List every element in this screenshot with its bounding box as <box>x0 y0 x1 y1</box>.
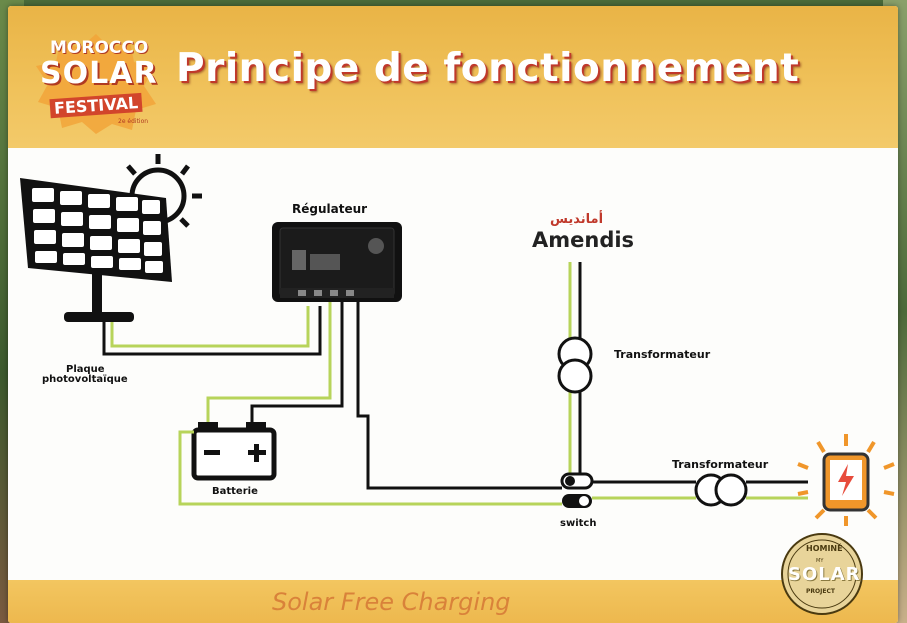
switch-icon <box>560 472 594 508</box>
battery-wires <box>206 302 344 426</box>
footer-text: Solar Free Charging <box>272 588 511 616</box>
battery-label: Batterie <box>212 486 258 497</box>
badge-line3: SOLAR <box>788 564 861 585</box>
load-wires <box>178 302 562 506</box>
badge-line2: MY <box>816 558 824 564</box>
logo-line-solar: SOLAR <box>40 56 158 91</box>
panel-label-line2: photovoltaïque <box>42 374 128 385</box>
logo-line-morocco: MOROCCO <box>50 38 149 58</box>
my-solar-project-badge: HOMINÉ MY SOLAR PROJECT <box>776 532 868 616</box>
panel-wires <box>102 306 322 356</box>
badge-line1: HOMINÉ <box>806 544 843 553</box>
badge-line4: PROJECT <box>806 588 835 595</box>
battery-icon <box>191 422 277 481</box>
logo-edition: 2e édition <box>118 118 149 125</box>
solar-panel-icon <box>20 178 172 322</box>
panel-label-line1: Plaque <box>66 364 105 375</box>
transformer-top-label: Transformateur <box>614 348 711 361</box>
switch-label: switch <box>560 518 597 529</box>
regulator-label: Régulateur <box>292 202 368 216</box>
output-wires <box>592 480 808 500</box>
page-title: Principe de fonctionnement <box>176 46 800 91</box>
transformer-top-icon <box>557 336 593 394</box>
poster-header <box>8 6 898 148</box>
amendis-arabic-name: أمانديس <box>550 212 604 227</box>
poster-board: MOROCCO SOLAR FESTIVAL 2e édition Princi… <box>8 6 898 623</box>
transformer-right-icon <box>694 473 748 507</box>
amendis-brand: Amendis <box>532 228 635 252</box>
wiring-diagram <box>20 154 895 623</box>
festival-logo: MOROCCO SOLAR FESTIVAL 2e édition <box>26 34 166 134</box>
regulator-icon <box>272 222 402 302</box>
badge-seal-icon <box>781 533 863 615</box>
poster-footer <box>8 580 898 623</box>
transformer-right-label: Transformateur <box>672 458 769 471</box>
phone-charging-icon <box>797 434 895 526</box>
